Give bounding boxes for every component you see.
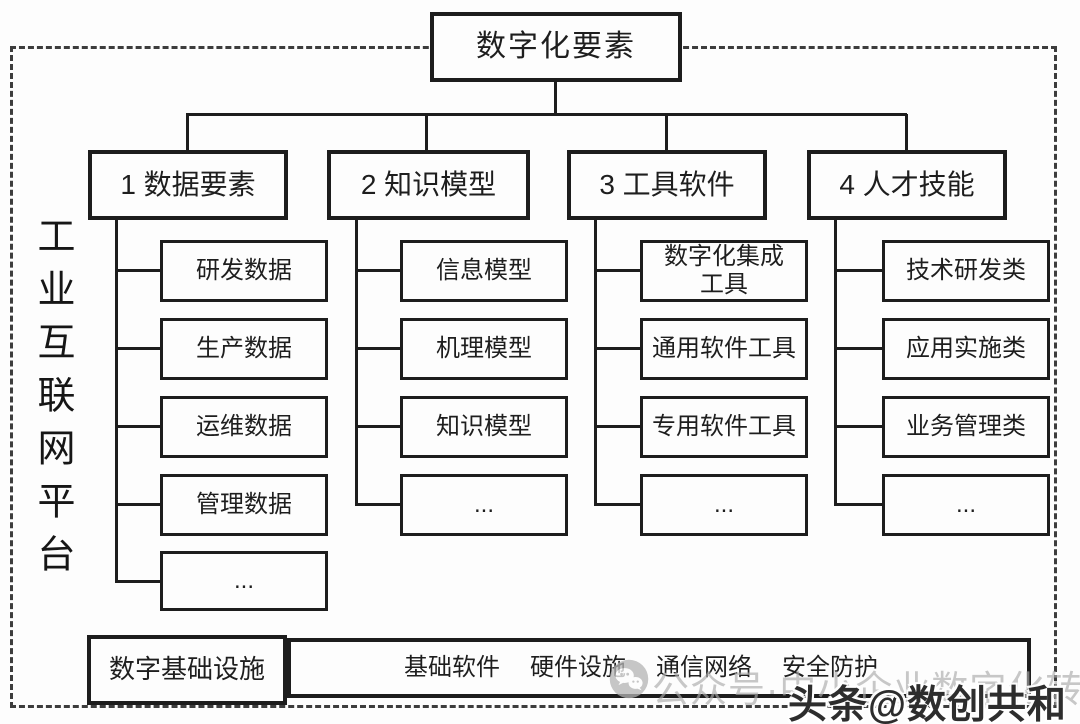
node-integration-tools: 数字化集成 工具 — [640, 240, 808, 302]
stub-col4-1 — [834, 269, 882, 272]
stub-col1-3 — [115, 425, 160, 428]
wechat-icon — [609, 659, 649, 699]
node-tools-more: ... — [640, 474, 808, 536]
column-header-tools: 3 工具软件 — [567, 150, 767, 220]
infra-item-security: 安全防护 — [782, 654, 878, 682]
column-header-talent: 4 人才技能 — [807, 150, 1007, 220]
stub-col3-3 — [594, 425, 640, 428]
connector-drop-col1 — [186, 114, 189, 151]
stub-col3-4 — [594, 503, 640, 506]
stub-col1-5 — [115, 580, 160, 583]
node-general-software-tools: 通用软件工具 — [640, 318, 808, 380]
stub-col3-2 — [594, 347, 640, 350]
node-management-data: 管理数据 — [160, 474, 328, 536]
stub-col1-1 — [115, 269, 160, 272]
spine-col1 — [115, 220, 118, 583]
node-special-software-tools: 专用软件工具 — [640, 396, 808, 458]
watermark-wechat-account: 公众号·中小企业数字化转型 — [652, 669, 1080, 710]
node-mechanism-model: 机理模型 — [400, 318, 568, 380]
node-application-class: 应用实施类 — [882, 318, 1050, 380]
stub-col2-3 — [355, 425, 400, 428]
spine-col2 — [355, 220, 358, 506]
node-production-data: 生产数据 — [160, 318, 328, 380]
stub-col2-2 — [355, 347, 400, 350]
node-knowledge-model: 知识模型 — [400, 396, 568, 458]
connector-drop-col2 — [425, 114, 428, 151]
stub-col1-4 — [115, 503, 160, 506]
infra-item-basic-software: 基础软件 — [404, 654, 500, 682]
stub-col2-4 — [355, 503, 400, 506]
watermark-toutiao: 头条@数创共和 — [788, 684, 1068, 724]
node-model-more: ... — [400, 474, 568, 536]
stub-col1-2 — [115, 347, 160, 350]
stub-col4-3 — [834, 425, 882, 428]
node-tech-rd-class: 技术研发类 — [882, 240, 1050, 302]
stub-col3-1 — [594, 269, 640, 272]
connector-root-vertical — [554, 81, 557, 115]
connector-drop-col3 — [665, 114, 668, 151]
column-header-knowledge: 2 知识模型 — [327, 150, 530, 220]
platform-label: 工业互联网平台 — [31, 216, 73, 587]
node-data-more: ... — [160, 551, 328, 611]
infrastructure-band: 基础软件 硬件设施 通信网络 安全防护 — [287, 638, 1031, 698]
infrastructure-header: 数字基础设施 — [87, 635, 287, 705]
stub-col4-4 — [834, 503, 882, 506]
stub-col2-1 — [355, 269, 400, 272]
infra-item-network: 通信网络 — [656, 654, 752, 682]
spine-col4 — [834, 220, 837, 506]
column-header-data: 1 数据要素 — [88, 150, 288, 220]
root-node: 数字化要素 — [430, 12, 682, 82]
node-talent-more: ... — [882, 474, 1050, 536]
stub-col4-2 — [834, 347, 882, 350]
node-info-model: 信息模型 — [400, 240, 568, 302]
node-business-mgmt-class: 业务管理类 — [882, 396, 1050, 458]
node-om-data: 运维数据 — [160, 396, 328, 458]
node-rd-data: 研发数据 — [160, 240, 328, 302]
infrastructure-items: 基础软件 硬件设施 通信网络 安全防护 — [404, 654, 878, 682]
spine-col3 — [594, 220, 597, 506]
connector-drop-col4 — [905, 114, 908, 151]
connector-top-horizontal — [186, 113, 907, 116]
